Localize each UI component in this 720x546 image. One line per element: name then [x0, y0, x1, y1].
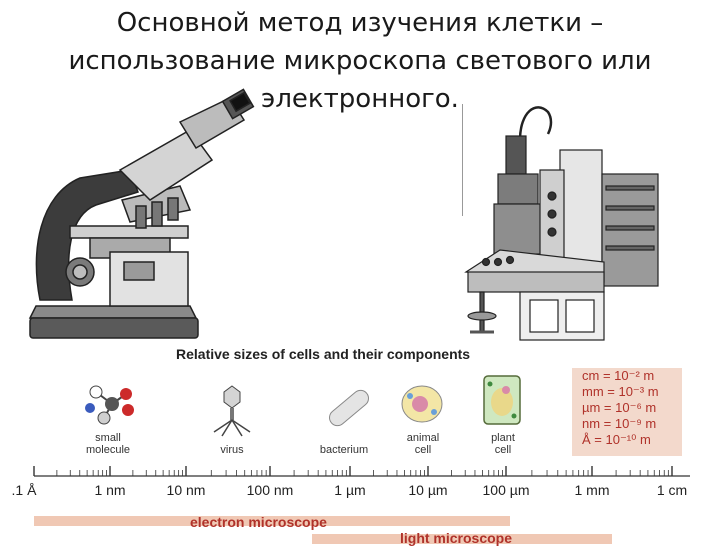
scale-tick-label: 1 µm: [334, 482, 366, 498]
label-line-1: plant: [491, 432, 515, 444]
label-line-1: small: [95, 432, 121, 444]
unit-conversion-box: cm = 10⁻² m mm = 10⁻³ m µm = 10⁻⁶ m nm =…: [572, 368, 682, 456]
light-microscope-range-bar: [312, 534, 612, 544]
scale-tick-label: 10 nm: [166, 482, 206, 498]
scale-tick-label: 1 mm: [574, 482, 610, 498]
bacterium-icon: [329, 389, 369, 427]
plant-cell-icon: [483, 375, 521, 425]
animal-cell-label: animal cell: [398, 432, 448, 456]
molecule-icon: [85, 385, 134, 425]
title-line-2: использование микроскопа светового или: [68, 46, 652, 76]
scale-tick-label: 1 nm: [94, 482, 126, 498]
virus-label: virus: [206, 444, 258, 456]
unit-um: µm = 10⁻⁶ m: [582, 400, 657, 415]
slide-title: Основной метод изучения клетки – использ…: [40, 4, 680, 118]
scale-tick-label: 100 µm: [482, 482, 530, 498]
small-molecule-label: small molecule: [78, 432, 138, 456]
plant-cell-label: plant cell: [478, 432, 528, 456]
unit-cm: cm = 10⁻² m: [582, 368, 655, 383]
scale-ticks: [33, 466, 673, 476]
unit-nm: nm = 10⁻⁹ m: [582, 416, 657, 431]
unit-angstrom: Å = 10⁻¹⁰ m: [582, 432, 651, 447]
animal-cell-icon: [401, 385, 443, 423]
title-line-3: электронного.: [261, 84, 459, 114]
scale-tick-label: 1 cm: [656, 482, 688, 498]
label-line-1: animal: [406, 432, 440, 444]
scale-tick-label: .1 Å: [11, 482, 37, 498]
label-line-2: cell: [494, 444, 512, 456]
scale-tick-label: 100 nm: [246, 482, 294, 498]
light-microscope-label: light microscope: [400, 530, 513, 546]
label-line-2: cell: [414, 444, 432, 456]
virus-icon: [213, 385, 251, 437]
electron-microscope-illustration: [464, 106, 659, 341]
label-line-2: molecule: [85, 444, 131, 456]
electron-microscope-label: electron microscope: [190, 514, 327, 530]
bacterium-label: bacterium: [306, 444, 382, 456]
label-line-1: bacterium: [319, 444, 369, 456]
light-microscope-illustration: [28, 88, 255, 339]
label-line-1: virus: [220, 444, 244, 456]
title-line-1: Основной метод изучения клетки –: [116, 8, 604, 38]
scale-tick-label: 10 µm: [408, 482, 448, 498]
unit-mm: mm = 10⁻³ m: [582, 384, 659, 399]
divider-line: [462, 104, 463, 216]
figure-title: Relative sizes of cells and their compon…: [176, 346, 471, 362]
electron-microscope-range-bar: [34, 516, 510, 526]
